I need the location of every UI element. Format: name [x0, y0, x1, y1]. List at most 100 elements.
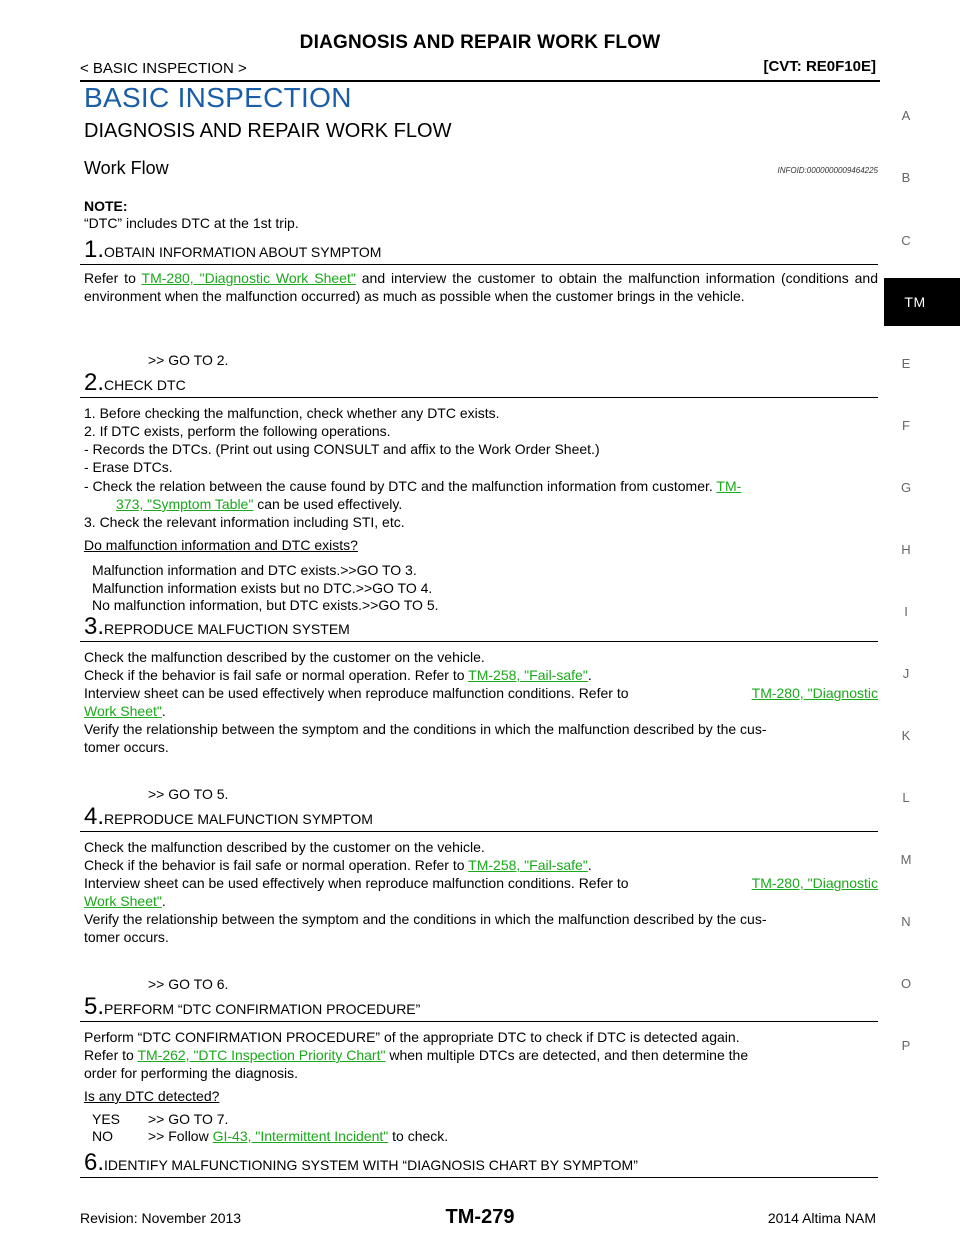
text: Refer to	[84, 1047, 138, 1063]
step-6-heading: 6.IDENTIFY MALFUNCTIONING SYSTEM WITH “D…	[80, 1149, 878, 1178]
step-number: 1.	[84, 236, 105, 263]
body-line: tomer occurs.	[84, 739, 169, 755]
text: to check.	[388, 1128, 449, 1144]
decision-answer: No malfunction information, but DTC exis…	[92, 597, 439, 613]
body-line: Check the malfunction described by the c…	[84, 839, 485, 855]
section-title: BASIC INSPECTION	[84, 82, 352, 113]
step-title: REPRODUCE MALFUNCTION SYMPTOM	[104, 811, 373, 827]
text: Check if the behavior is fail safe or no…	[84, 857, 469, 873]
side-index-o[interactable]: O	[900, 976, 912, 991]
side-index-m[interactable]: M	[900, 852, 912, 867]
link-symptom-table-part1[interactable]: TM-	[716, 478, 742, 494]
decision-yes-label: YES	[92, 1111, 121, 1127]
text: can be used effectively.	[253, 496, 403, 512]
link-diagnostic-work-sheet-part1[interactable]: TM-280, "Diagnostic	[751, 875, 878, 891]
header-divider	[80, 80, 880, 82]
step-divider	[80, 1021, 878, 1022]
body-line: Refer to TM-262, "DTC Inspection Priorit…	[84, 1047, 748, 1064]
side-index-e[interactable]: E	[901, 356, 911, 371]
text: .	[587, 667, 592, 683]
step-3-heading: 3.REPRODUCE MALFUCTION SYSTEM	[80, 615, 878, 642]
link-symptom-table-part2[interactable]: 373, "Symptom Table"	[116, 496, 254, 512]
step-divider	[80, 1177, 878, 1178]
decision-question: Do malfunction information and DTC exist…	[84, 537, 358, 553]
decision-no-text: >> Follow GI-43, "Intermittent Incident"…	[148, 1128, 448, 1145]
step-title: REPRODUCE MALFUCTION SYSTEM	[104, 621, 350, 637]
body-line: Perform “DTC CONFIRMATION PROCEDURE” of …	[84, 1029, 740, 1045]
text: .	[161, 893, 166, 909]
text: Check if the behavior is fail safe or no…	[84, 667, 469, 683]
body-line: Work Sheet".	[84, 893, 166, 910]
step-3-goto: >> GO TO 5.	[148, 786, 229, 802]
list-item: - Records the DTCs. (Print out using CON…	[84, 441, 600, 457]
decision-question: Is any DTC detected?	[84, 1088, 220, 1104]
body-line: order for performing the diagnosis.	[84, 1065, 298, 1081]
step-number: 2.	[84, 369, 105, 396]
list-item: 1. Before checking the malfunction, chec…	[84, 405, 500, 421]
step-divider	[80, 831, 878, 832]
body-line: Work Sheet".	[84, 703, 166, 720]
list-item-continued: 373, "Symptom Table" can be used effecti…	[116, 496, 402, 513]
step-title: IDENTIFY MALFUNCTIONING SYSTEM WITH “DIA…	[104, 1157, 638, 1173]
side-index-g[interactable]: G	[900, 480, 912, 495]
text: >> Follow	[148, 1128, 213, 1144]
link-diagnostic-work-sheet-part2[interactable]: Work Sheet"	[84, 893, 162, 909]
text: Interview sheet can be used effectively …	[84, 685, 629, 701]
side-index-i[interactable]: I	[904, 604, 908, 619]
note-text: “DTC” includes DTC at the 1st trip.	[84, 215, 299, 231]
text: and interview the customer to obtain the…	[84, 270, 879, 304]
side-index-c[interactable]: C	[901, 233, 911, 248]
body-line: Verify the relationship between the symp…	[84, 721, 767, 737]
body-line: Interview sheet can be used effectively …	[84, 875, 878, 892]
side-index-h[interactable]: H	[901, 542, 911, 557]
step-divider	[80, 264, 878, 265]
link-fail-safe[interactable]: TM-258, "Fail-safe"	[468, 857, 588, 873]
list-item: - Erase DTCs.	[84, 459, 173, 475]
work-flow-heading: Work Flow	[84, 158, 169, 178]
decision-answer: Malfunction information and DTC exists.>…	[92, 562, 417, 578]
side-index-b[interactable]: B	[901, 170, 911, 185]
link-diagnostic-work-sheet-part2[interactable]: Work Sheet"	[84, 703, 162, 719]
side-index-k[interactable]: K	[901, 728, 911, 743]
step-number: 5.	[84, 993, 105, 1020]
step-title: PERFORM “DTC CONFIRMATION PROCEDURE”	[104, 1001, 421, 1017]
side-index-l[interactable]: L	[902, 790, 910, 805]
step-divider	[80, 397, 878, 398]
page-header-title: DIAGNOSIS AND REPAIR WORK FLOW	[299, 32, 661, 53]
body-line: Verify the relationship between the symp…	[84, 911, 767, 927]
side-index-n[interactable]: N	[901, 914, 911, 929]
step-title: CHECK DTC	[104, 377, 186, 393]
step-2-heading: 2.CHECK DTC	[80, 369, 878, 398]
body-line: tomer occurs.	[84, 929, 169, 945]
step-number: 6.	[84, 1149, 105, 1176]
body-line: Check if the behavior is fail safe or no…	[84, 857, 592, 874]
step-4-heading: 4.REPRODUCE MALFUNCTION SYMPTOM	[80, 803, 878, 832]
decision-no-label: NO	[92, 1128, 113, 1144]
side-index-j[interactable]: J	[902, 666, 910, 681]
side-index-f[interactable]: F	[902, 418, 910, 433]
body-line: Check if the behavior is fail safe or no…	[84, 667, 592, 684]
link-dtc-inspection-priority-chart[interactable]: TM-262, "DTC Inspection Priority Chart"	[137, 1047, 386, 1063]
decision-answer: Malfunction information exists but no DT…	[92, 580, 433, 596]
text: .	[161, 703, 166, 719]
step-4-goto: >> GO TO 6.	[148, 976, 229, 992]
link-intermittent-incident[interactable]: GI-43, "Intermittent Incident"	[212, 1128, 389, 1144]
text: when multiple DTCs are detected, and the…	[385, 1047, 749, 1063]
model-code: [CVT: RE0F10E]	[763, 58, 876, 75]
link-diagnostic-work-sheet[interactable]: TM-280, "Diagnostic Work Sheet"	[141, 270, 356, 286]
step-number: 4.	[84, 803, 105, 830]
side-index-tm-tab[interactable]: TM	[884, 278, 960, 326]
link-fail-safe[interactable]: TM-258, "Fail-safe"	[468, 667, 588, 683]
step-1-body: Refer to TM-280, "Diagnostic Work Sheet"…	[84, 270, 878, 305]
body-line: Interview sheet can be used effectively …	[84, 685, 878, 702]
step-title: OBTAIN INFORMATION ABOUT SYMPTOM	[104, 244, 382, 260]
footer-revision: Revision: November 2013	[80, 1210, 242, 1226]
side-index-a[interactable]: A	[901, 108, 911, 123]
footer-page-number: TM-279	[445, 1206, 515, 1228]
section-subtitle: DIAGNOSIS AND REPAIR WORK FLOW	[84, 120, 452, 142]
tab-label: TM	[904, 294, 926, 310]
footer-model: 2014 Altima NAM	[767, 1210, 876, 1226]
link-diagnostic-work-sheet-part1[interactable]: TM-280, "Diagnostic	[751, 685, 878, 701]
info-id: INFOID:0000000009464225	[777, 166, 878, 175]
side-index-p[interactable]: P	[901, 1038, 911, 1053]
